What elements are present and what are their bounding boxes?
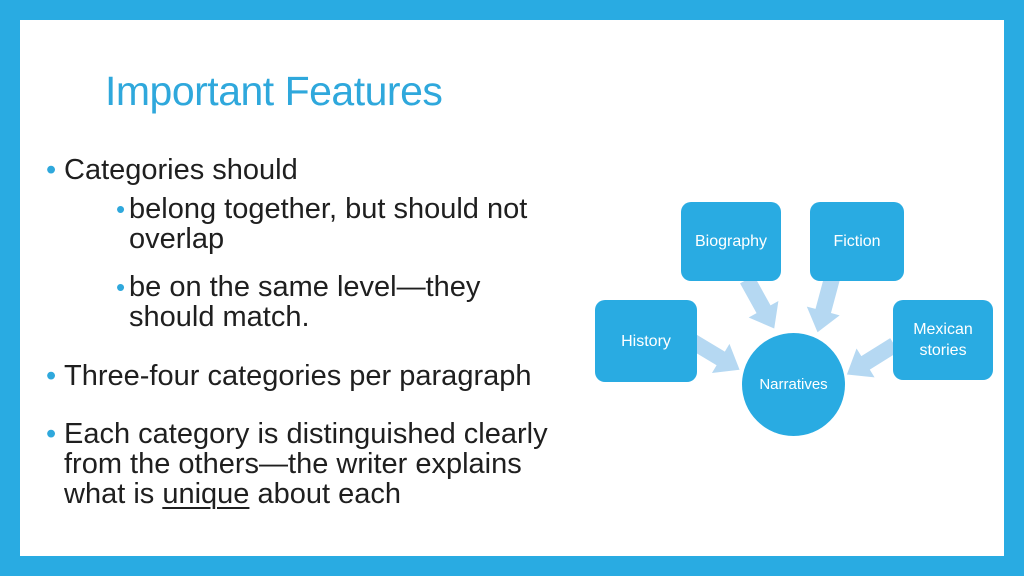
arrow-biography-to-narratives	[740, 275, 779, 329]
bullet-line: what is unique about each	[64, 479, 548, 509]
list-item: • Three-four categories per paragraph	[46, 361, 531, 391]
bullet-line: from the others—the writer explains	[64, 448, 522, 480]
bullet-line-segment: about each	[249, 478, 401, 510]
node-label: History	[621, 332, 671, 350]
node-label: Fiction	[833, 233, 881, 250]
bullet-icon: •	[46, 418, 57, 450]
bullet-text: Each category is distinguished clearly f…	[64, 419, 548, 509]
bullet-line: Three-four categories per paragraph	[64, 360, 532, 392]
bullet-line: overlap	[129, 223, 225, 255]
node-label: Biography	[694, 233, 768, 250]
bullet-text: Categories should	[64, 155, 298, 185]
bullet-line-segment: what is	[64, 478, 163, 510]
bullet-icon: •	[46, 360, 57, 392]
node-label: Mexican stories	[913, 321, 973, 359]
diagram-node-biography: Biography	[681, 202, 781, 281]
underlined-word: unique	[162, 478, 250, 510]
bullet-icon: •	[46, 154, 57, 186]
bullet-line: be on the same level—they	[129, 271, 481, 303]
list-item: • Categories should	[46, 155, 298, 185]
bullet-text: belong together, but should not overlap	[129, 194, 527, 254]
diagram-node-history: History	[595, 300, 697, 382]
list-item: • belong together, but should not overla…	[116, 194, 527, 254]
list-item: • be on the same level—they should match…	[116, 272, 480, 332]
arrow-fiction-to-narratives	[806, 276, 840, 333]
list-item: • Each category is distinguished clearly…	[46, 419, 548, 509]
bullet-line: should match.	[129, 301, 310, 333]
slide-title: Important Features	[105, 68, 443, 114]
bullet-text: be on the same level—they should match.	[129, 272, 480, 332]
bullet-line: belong together, but should not	[129, 193, 528, 225]
diagram-node-fiction: Fiction	[810, 202, 904, 281]
node-label: Narratives	[759, 376, 828, 393]
diagram-node-narratives: Narratives	[742, 333, 845, 436]
bullet-line: Each category is distinguished clearly	[64, 418, 548, 450]
bullet-icon: •	[116, 194, 126, 224]
diagram-node-mexican-stories: Mexican stories	[893, 300, 993, 380]
bullet-line: Categories should	[64, 154, 298, 186]
bullet-text: Three-four categories per paragraph	[64, 361, 531, 391]
bullet-icon: •	[116, 272, 126, 302]
